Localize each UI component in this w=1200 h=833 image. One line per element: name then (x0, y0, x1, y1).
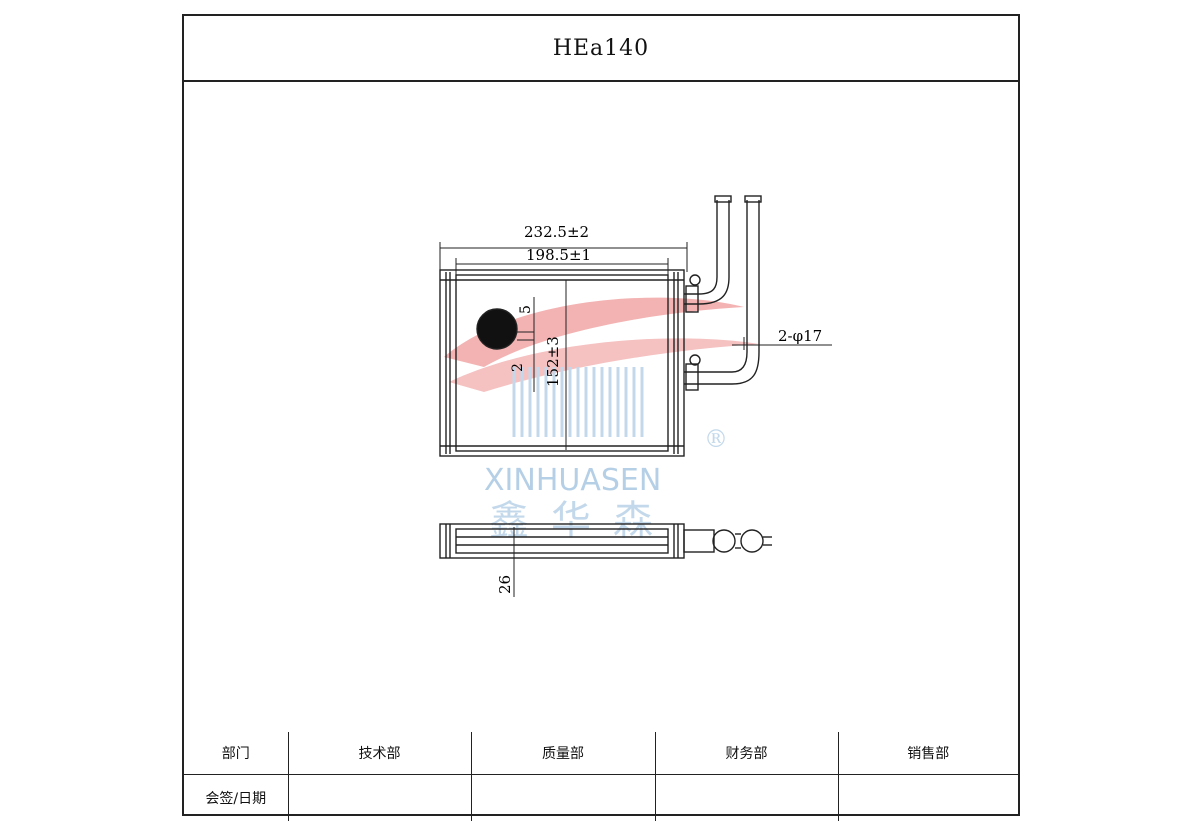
sign-off-table: 部门 技术部 质量部 财务部 销售部 会签/日期 (184, 732, 1018, 821)
dim-hole-top: 5 (518, 305, 534, 314)
table-row: 部门 技术部 质量部 财务部 销售部 (184, 732, 1018, 775)
dim-pipe-diameter: 2-φ17 (778, 327, 822, 345)
signoff-cell-finance[interactable] (654, 774, 839, 821)
signoff-cell-sales[interactable] (837, 774, 1018, 821)
watermark-swoosh-top (444, 297, 744, 367)
dept-sales: 销售部 (837, 732, 1018, 775)
watermark-registered: ® (704, 425, 728, 453)
dim-thickness: 26 (496, 575, 514, 594)
front-view (439, 195, 762, 457)
signoff-cell-quality[interactable] (470, 774, 656, 821)
page-title: HEa140 (184, 16, 1018, 82)
core-outline (439, 269, 685, 457)
dept-quality: 质量部 (470, 732, 656, 775)
dimension-lines (439, 242, 832, 450)
row-label-signoff: 会签/日期 (184, 774, 289, 821)
dim-core-width: 198.5±1 (526, 246, 591, 264)
side-view (439, 523, 772, 559)
dim-hole-side: 2 (510, 363, 526, 372)
row-label-department: 部门 (184, 732, 289, 775)
table-row: 会签/日期 (184, 774, 1018, 821)
dim-overall-width: 232.5±2 (524, 223, 589, 241)
watermark-swoosh-bottom (449, 338, 759, 392)
signoff-cell-technical[interactable] (287, 774, 472, 821)
core-inner (455, 274, 669, 452)
drawing-sheet: HEa140 XINHUASEN 鑫华森 (182, 14, 1020, 821)
technical-drawing: XINHUASEN 鑫华森 ® (184, 82, 1018, 732)
dim-core-height: 152±3 (544, 336, 562, 387)
watermark-brand: XINHUASEN (484, 463, 661, 498)
dept-technical: 技术部 (287, 732, 472, 775)
watermark-bars (512, 367, 644, 437)
dept-finance: 财务部 (654, 732, 839, 775)
drawing-canvas: XINHUASEN 鑫华森 ® (439, 195, 832, 597)
mounting-hole (476, 308, 518, 350)
